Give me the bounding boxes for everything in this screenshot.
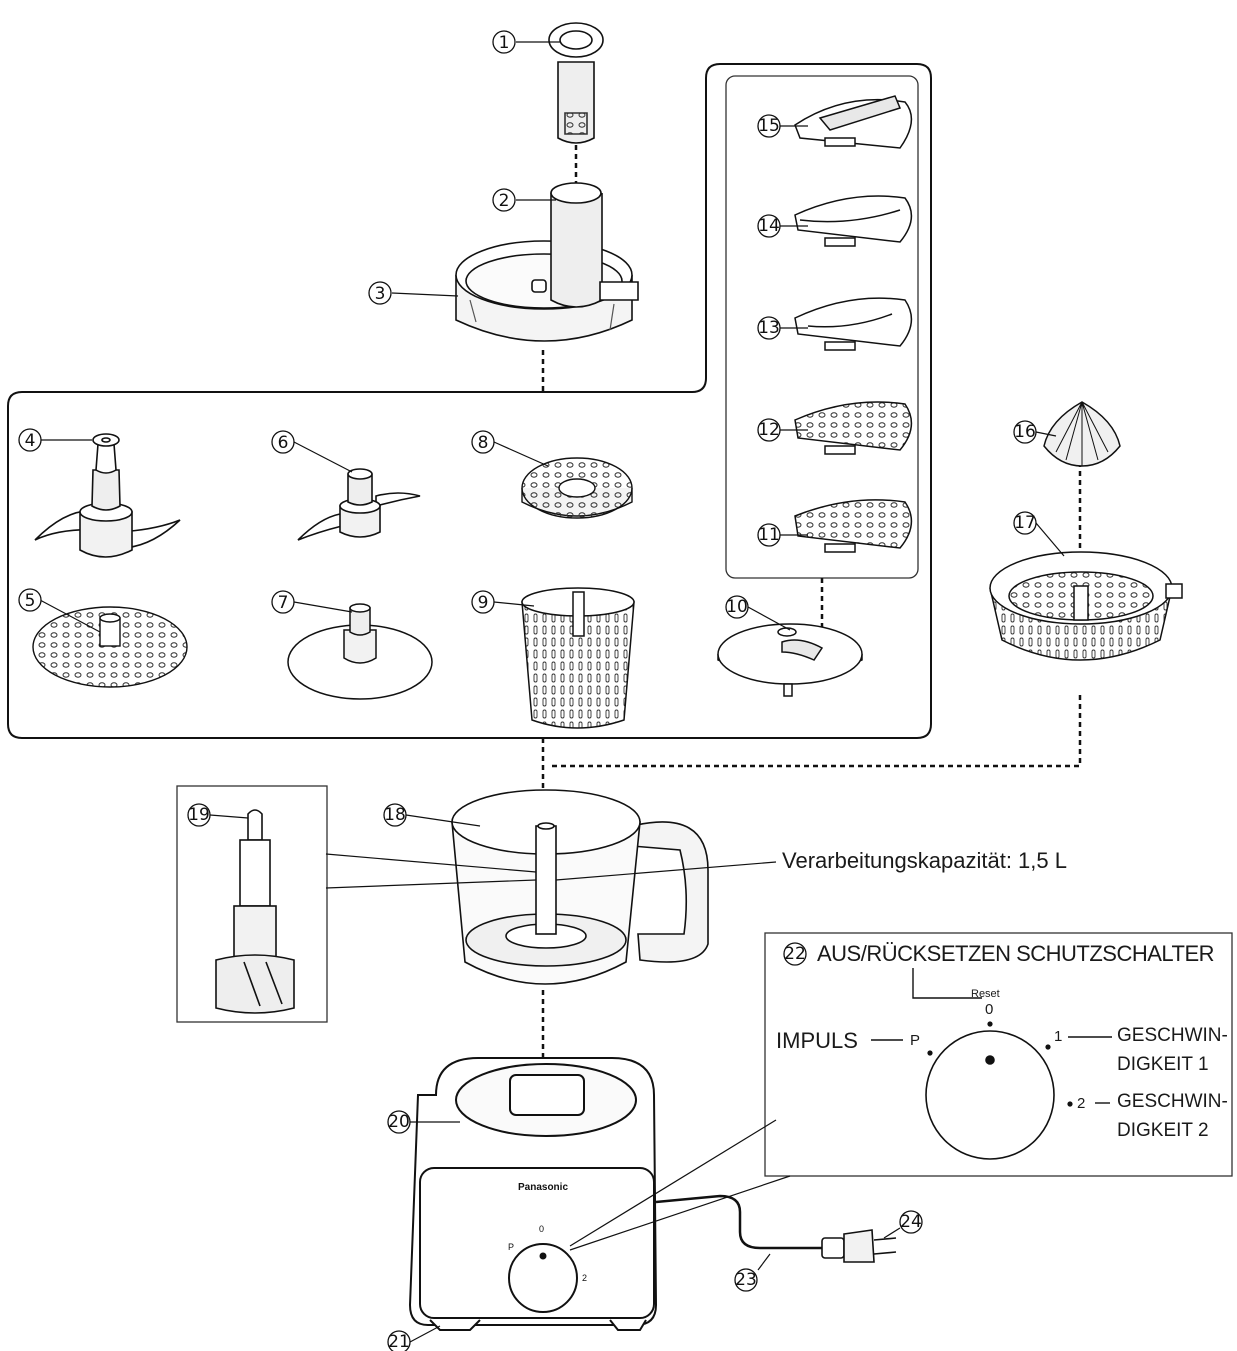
zero-label: 0 [985, 1001, 994, 1018]
callout-16: 16 [1013, 420, 1037, 444]
callout-23: 23 [734, 1268, 758, 1292]
insert-15 [794, 95, 913, 149]
callout-24: 24 [899, 1210, 923, 1234]
switch-dial-detail [925, 1021, 1073, 1160]
bowl [451, 789, 709, 985]
svg-text:23: 23 [735, 1270, 757, 1290]
svg-text:6: 6 [278, 433, 289, 453]
coupling-detail-frame [176, 785, 328, 1023]
juicer-cone [1043, 401, 1121, 467]
svg-text:2: 2 [499, 191, 510, 211]
grating-disc [32, 606, 188, 688]
brand-logo: Panasonic [518, 1182, 568, 1193]
drive-coupling [215, 809, 295, 1014]
svg-text:P: P [508, 1242, 514, 1252]
callout-3: 3 [368, 281, 392, 305]
svg-text:0: 0 [539, 1224, 544, 1234]
svg-text:21: 21 [388, 1332, 410, 1351]
speed2-line2: DIGKEIT 2 [1117, 1120, 1209, 1141]
callout-11: 11 [757, 523, 781, 547]
callout-2: 2 [492, 188, 516, 212]
callout-1: 1 [492, 30, 516, 54]
accessory-group-frame [7, 63, 932, 739]
insert-11 [794, 499, 913, 553]
speed2-number: 2 [1077, 1095, 1086, 1112]
emulsifying-disc [287, 603, 433, 700]
svg-text:12: 12 [758, 420, 780, 440]
callout-leaders [39, 41, 1065, 1343]
callout-13: 13 [757, 316, 781, 340]
insert-14 [794, 195, 913, 247]
svg-text:3: 3 [375, 284, 386, 304]
slicing-disc-holder [717, 623, 863, 697]
switch-leader-lines [871, 968, 1112, 1104]
p-label: P [910, 1032, 921, 1049]
svg-text:10: 10 [726, 597, 748, 617]
kneading-blade [297, 468, 421, 541]
svg-text:7: 7 [278, 593, 289, 613]
base-dial-labels: P 0 2 Panasonic [508, 1182, 587, 1283]
callout-18: 18 [383, 803, 407, 827]
chopping-blade [34, 433, 181, 558]
callout-4: 4 [18, 428, 42, 452]
svg-text:18: 18 [384, 805, 406, 825]
assembly-line-juicer [548, 695, 1082, 768]
svg-text:9: 9 [478, 593, 489, 613]
svg-text:4: 4 [25, 431, 36, 451]
callout-14: 14 [757, 214, 781, 238]
citrus-juicer [989, 551, 1183, 661]
svg-text:19: 19 [188, 805, 210, 825]
svg-text:16: 16 [1014, 422, 1036, 442]
callout-8: 8 [471, 430, 495, 454]
svg-text:13: 13 [758, 318, 780, 338]
juicer-basket [521, 587, 635, 729]
filter-disc [521, 457, 633, 519]
svg-text:22: 22 [784, 944, 806, 964]
svg-text:14: 14 [758, 216, 780, 236]
callout-5: 5 [18, 588, 42, 612]
callout-21: 21 [387, 1330, 411, 1351]
power-plug [821, 1229, 897, 1263]
svg-text:15: 15 [758, 116, 780, 136]
callout-12: 12 [757, 418, 781, 442]
reset-label: Reset [971, 988, 1000, 1000]
callouts: 1 2 3 4 5 6 7 8 9 10 11 12 13 14 15 16 1… [18, 30, 1037, 1351]
speed1-number: 1 [1054, 1028, 1063, 1045]
svg-text:2: 2 [582, 1273, 587, 1283]
switch-detail-frame [764, 932, 1233, 1177]
disc-inserts [794, 95, 913, 553]
callout-15: 15 [757, 114, 781, 138]
svg-text:1: 1 [499, 33, 510, 53]
callout-6: 6 [271, 430, 295, 454]
pusher [548, 22, 604, 144]
lid [455, 182, 639, 342]
switch-title: AUS/RÜCKSETZEN SCHUTZSCHALTER [817, 941, 1215, 966]
callout-20: 20 [387, 1110, 411, 1134]
callout-17: 17 [1013, 511, 1037, 535]
pulse-label: IMPULS [776, 1028, 858, 1053]
svg-text:8: 8 [478, 433, 489, 453]
svg-text:20: 20 [388, 1112, 410, 1132]
svg-text:24: 24 [900, 1212, 922, 1232]
motor-base [408, 1057, 658, 1331]
callout-22: 22 [783, 942, 807, 966]
speed1-line2: DIGKEIT 1 [1117, 1054, 1209, 1075]
insert-12 [794, 401, 913, 455]
callout-19: 19 [187, 803, 211, 827]
insert-13 [794, 297, 913, 351]
svg-text:17: 17 [1014, 513, 1036, 533]
callout-9: 9 [471, 590, 495, 614]
svg-text:11: 11 [758, 525, 780, 545]
power-cord [655, 1194, 826, 1250]
capacity-label: Verarbeitungskapazität: 1,5 L [782, 848, 1067, 873]
callout-10: 10 [725, 595, 749, 619]
callout-7: 7 [271, 590, 295, 614]
svg-text:5: 5 [25, 591, 36, 611]
speed2-line1: GESCHWIN- [1117, 1091, 1228, 1112]
speed1-line1: GESCHWIN- [1117, 1025, 1228, 1046]
